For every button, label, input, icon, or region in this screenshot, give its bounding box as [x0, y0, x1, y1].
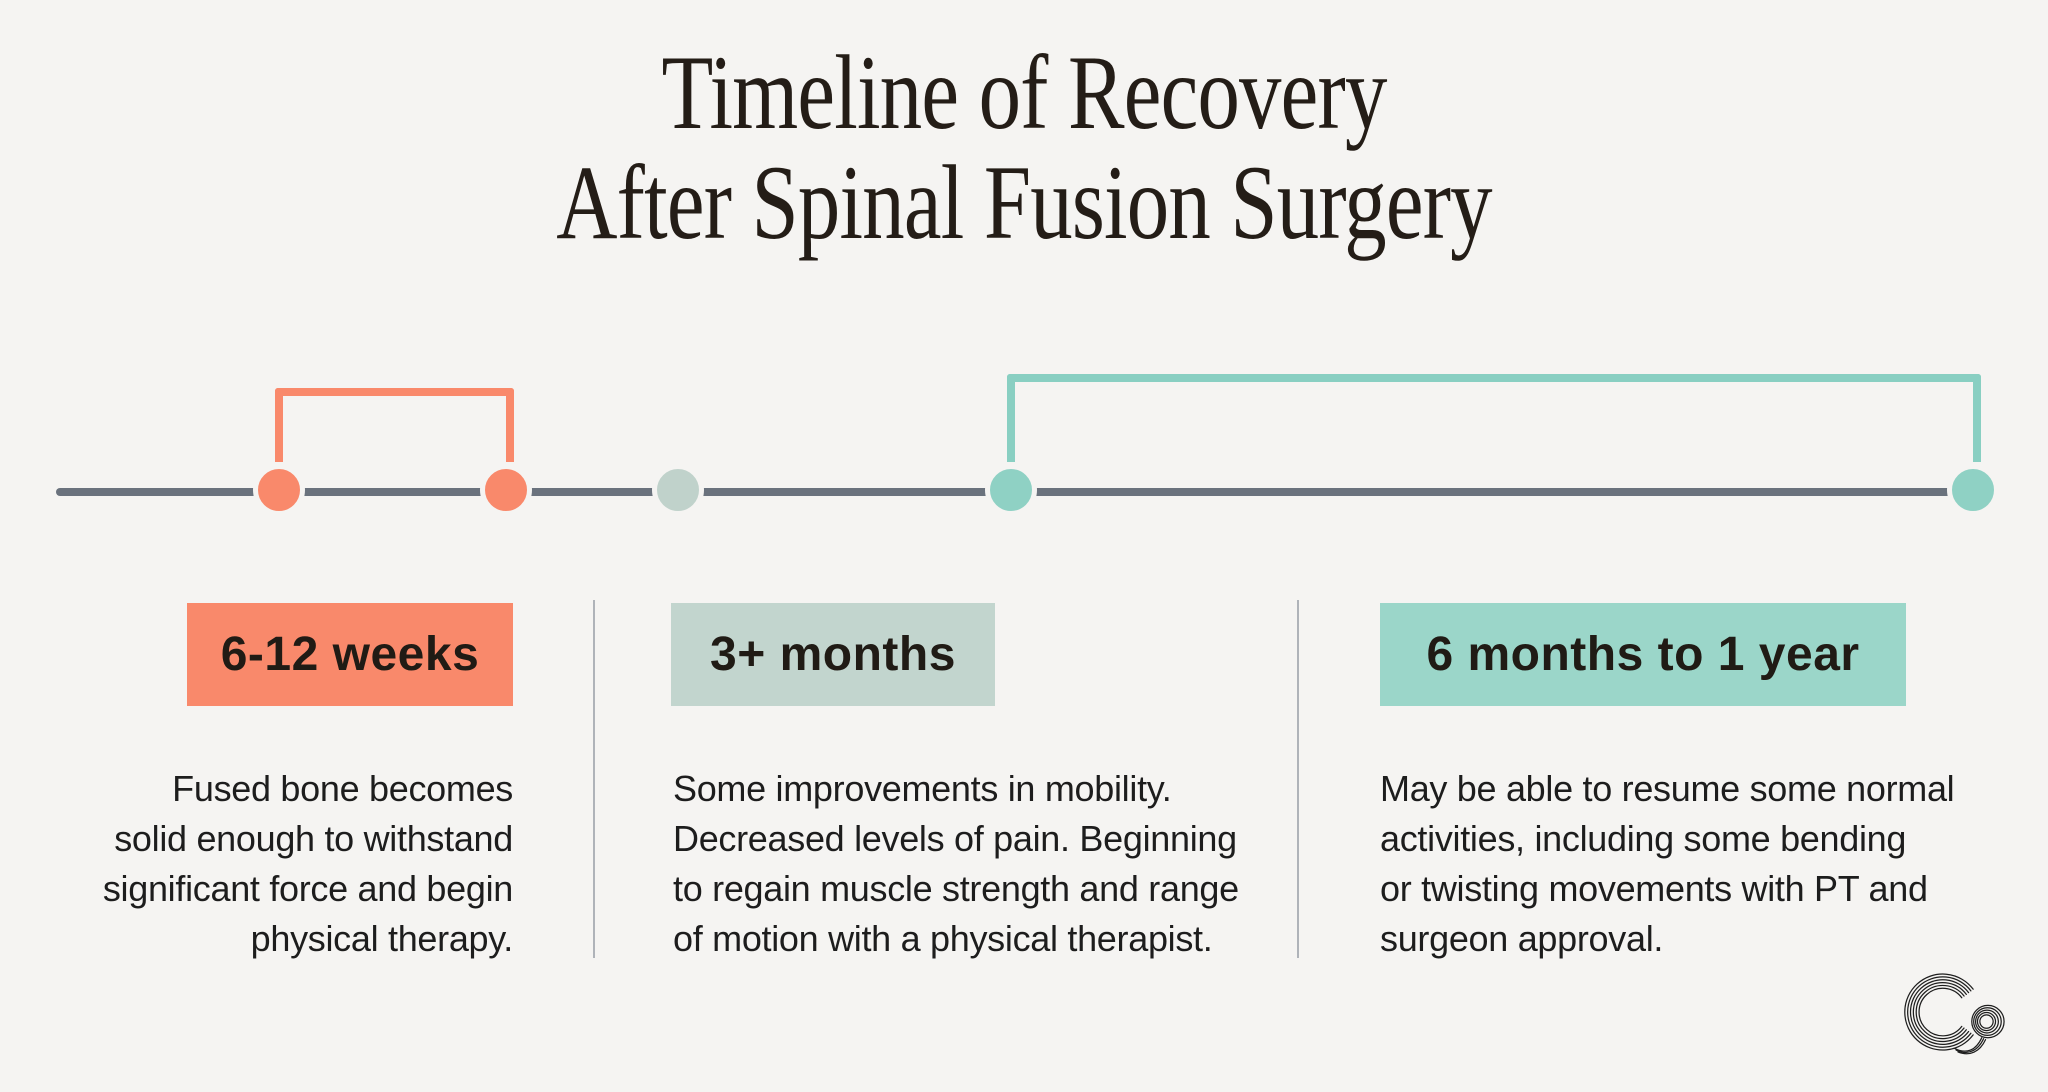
description-line: surgeon approval. [1380, 918, 1664, 959]
timeline-dot-12-weeks [480, 464, 532, 516]
bracket-6-12-weeks [275, 388, 514, 462]
description-line: activities, including some bending [1380, 818, 1907, 859]
timeline-dot-6-weeks [253, 464, 305, 516]
description-line: Decreased levels of pain. Beginning [673, 818, 1237, 859]
column-divider-1 [593, 600, 595, 958]
timeline-dot-6-months [985, 464, 1037, 516]
description-line: Some improvements in mobility. [673, 768, 1172, 809]
description-line: physical therapy. [250, 918, 514, 959]
period-description-3-months: Some improvements in mobility. Decreased… [673, 764, 1253, 964]
period-label-text: 6 months to 1 year [1426, 628, 1860, 681]
page-title-line-2: After Spinal Fusion Surgery [556, 144, 1492, 261]
period-label-6-months-1-year: 6 months to 1 year [1380, 603, 1906, 706]
period-description-6-12-weeks: Fused bone becomes solid enough to withs… [60, 764, 513, 964]
timeline-dot-1-year [1947, 464, 1999, 516]
timeline-dot-3-months [652, 464, 704, 516]
page-title: Timeline of Recovery After Spinal Fusion… [205, 38, 1843, 258]
period-label-3-months: 3+ months [671, 603, 995, 706]
column-divider-2 [1297, 600, 1299, 958]
period-label-6-12-weeks: 6-12 weeks [187, 603, 513, 706]
description-line: Fused bone becomes [172, 768, 513, 809]
page-title-line-1: Timeline of Recovery [661, 34, 1387, 151]
bracket-6-months-1-year [1007, 374, 1981, 462]
description-line: or twisting movements with PT and [1380, 868, 1928, 909]
period-label-text: 3+ months [710, 628, 956, 681]
description-line: significant force and begin [102, 868, 513, 909]
period-description-6-months-1-year: May be able to resume some normal activi… [1380, 764, 1960, 964]
co-monogram-logo-icon [1904, 973, 2005, 1055]
description-line: to regain muscle strength and range [673, 868, 1239, 909]
description-line: May be able to resume some normal [1380, 768, 1955, 809]
description-line: solid enough to withstand [114, 818, 513, 859]
period-label-text: 6-12 weeks [220, 628, 480, 681]
description-line: of motion with a physical therapist. [673, 918, 1213, 959]
